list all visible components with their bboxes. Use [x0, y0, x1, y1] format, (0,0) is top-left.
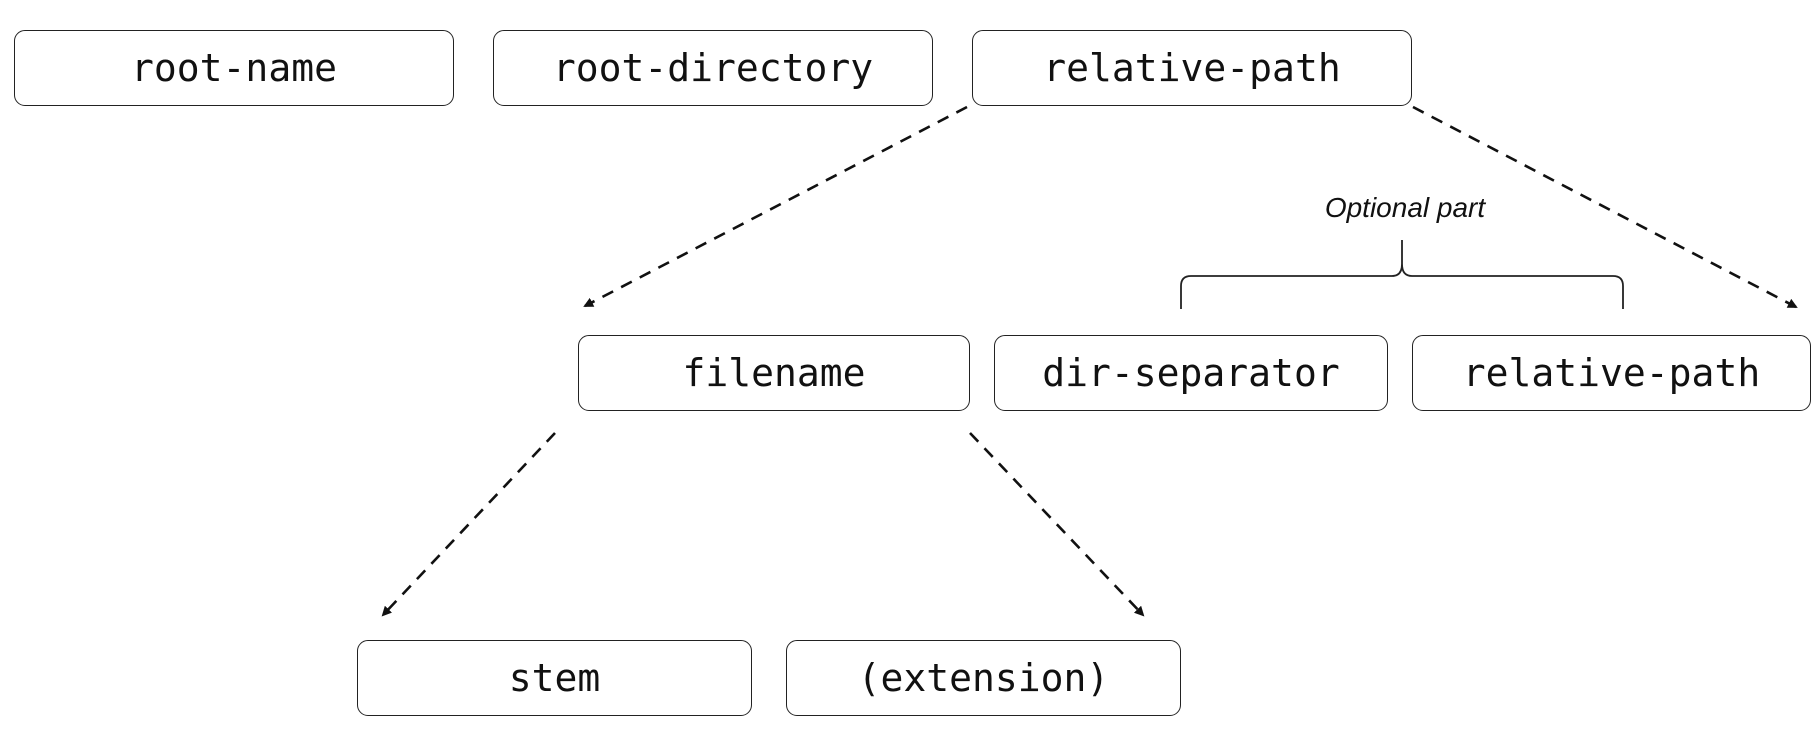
filename-node: filename — [578, 335, 970, 411]
dir-separator-label: dir-separator — [1042, 351, 1340, 395]
inner-relative-path-node: relative-path — [1412, 335, 1811, 411]
extension-node: (extension) — [786, 640, 1181, 716]
relative-path-label: relative-path — [1043, 46, 1341, 90]
arrow-filename-to-stem — [381, 432, 556, 617]
arrow-relative-path-to-filename — [583, 105, 968, 308]
filename-label: filename — [682, 351, 866, 395]
stem-node: stem — [357, 640, 752, 716]
arrow-filename-to-extension — [969, 432, 1145, 617]
root-name-label: root-name — [131, 46, 337, 90]
root-name-node: root-name — [14, 30, 454, 106]
optional-part-brace — [1180, 240, 1624, 309]
optional-part-annotation: Optional part — [1324, 192, 1486, 223]
root-directory-label: root-directory — [552, 46, 874, 90]
root-directory-node: root-directory — [493, 30, 933, 106]
relative-path-node: relative-path — [972, 30, 1412, 106]
dir-separator-node: dir-separator — [994, 335, 1388, 411]
stem-label: stem — [508, 656, 601, 700]
extension-label: (extension) — [857, 656, 1110, 700]
inner-relative-path-label: relative-path — [1462, 351, 1761, 395]
